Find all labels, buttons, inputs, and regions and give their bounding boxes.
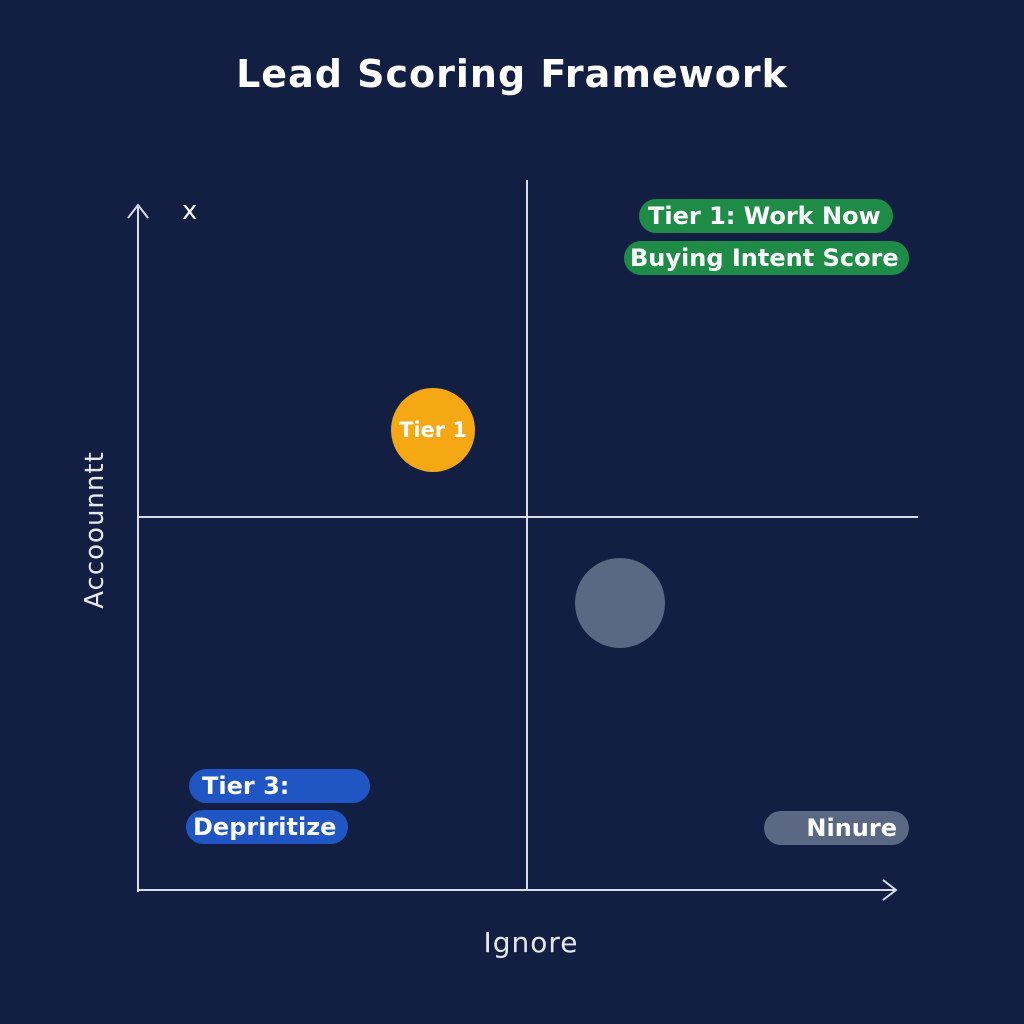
- y-axis-arrowhead: [127, 203, 149, 219]
- buying-intent-score-label: Buying Intent Score: [624, 241, 909, 275]
- tier-1-marker-label: Tier 1: [398, 418, 468, 442]
- page-title: Lead Scoring Framework: [236, 52, 788, 96]
- deprioritize-label: Depriritize: [186, 810, 349, 844]
- x-axis-label: Ignore: [483, 926, 579, 959]
- tier-1-work-now-label: Tier 1: Work Now: [639, 199, 893, 233]
- nurture-label: Ninure: [764, 811, 909, 845]
- x-axis-arrowhead: [882, 879, 898, 901]
- nurture-marker: [575, 558, 665, 648]
- y-axis-label: Accoounntt: [80, 451, 110, 609]
- tier-3-label: Tier 3:: [189, 769, 370, 803]
- tier-1-marker: [391, 388, 475, 472]
- axis-corner-mark: x: [182, 196, 198, 226]
